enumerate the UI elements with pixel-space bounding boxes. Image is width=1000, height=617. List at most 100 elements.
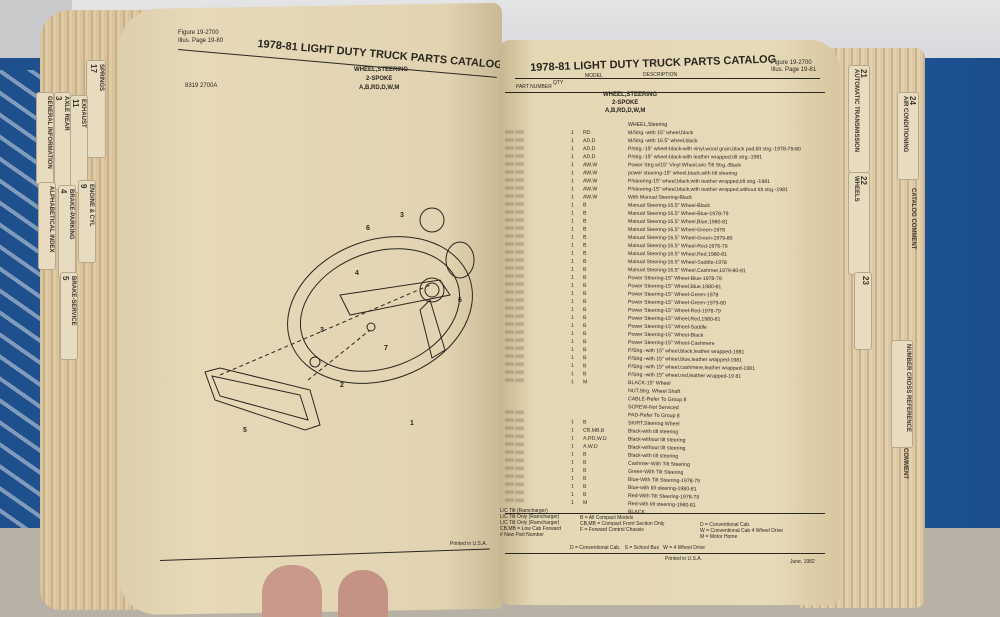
tab-23[interactable]: 23 — [854, 272, 872, 350]
model-code: B — [582, 459, 587, 466]
part-number: ### ### — [504, 194, 524, 201]
callout-6a: 6 — [366, 225, 370, 232]
description: Manual Steering-16.5" Wheel-Blue-1978-79 — [627, 210, 729, 218]
description: Power Steering-15" Wheel-Red-1978-79 — [627, 307, 722, 315]
legend-item: L/C Tilt Only (Ramcharger) — [500, 520, 560, 526]
legend-item: L/C Tilt (Ramcharger) — [500, 508, 548, 514]
quantity: 1 — [570, 170, 574, 177]
legend-item: CB,MB = Low Cab Forward — [500, 526, 561, 532]
col-header-qty: QTY — [553, 80, 564, 86]
legend-item: S = School Bus — [624, 545, 659, 551]
description: CABLE-Refer To Group 8 — [627, 396, 687, 404]
tab-comment[interactable]: COMMENT — [895, 445, 909, 496]
model-code: B — [582, 467, 587, 474]
part-number: ### ### — [504, 274, 524, 281]
part-number: ### ### — [504, 338, 524, 345]
description: Power Steering-15" Wheel,Red,1980-81 — [627, 315, 721, 323]
callout-7: 7 — [384, 345, 388, 352]
model-code: AD,D — [582, 138, 596, 145]
part-number: ### ### — [504, 226, 524, 233]
part-number: ### ### — [504, 138, 524, 145]
part-number: ### ### — [504, 490, 524, 497]
tab-number-cross-reference[interactable]: NUMBER CROSS REFERENCE — [891, 340, 913, 448]
tab-alphabetical-index[interactable]: ALPHABETICAL INDEX — [38, 182, 56, 270]
tab-air-conditioning[interactable]: 24 AIR CONDITIONING — [897, 92, 919, 180]
description: P/strg.-15" wheel-black-with vinyl,wood … — [627, 146, 801, 153]
description: SKIRT,Steering Wheel — [627, 420, 680, 428]
finger — [338, 570, 388, 617]
description: Manual Steering-16.5" Wheel,Blue,1980-81 — [627, 218, 728, 226]
tab-general-information[interactable]: GENERAL INFORMATION — [36, 92, 54, 185]
tab-number: 3 — [54, 96, 63, 101]
left-section-sub: 2-SPOKE — [366, 76, 393, 82]
model-code: B — [582, 371, 587, 378]
part-number: ### ### — [504, 354, 524, 361]
description: Power Steering-15" Wheel-Black — [627, 331, 704, 339]
quantity: 1 — [570, 443, 574, 450]
quantity: 1 — [570, 346, 574, 354]
model-code: B — [582, 218, 587, 225]
tab-number: 24 — [908, 96, 917, 105]
quantity: 1 — [570, 322, 574, 329]
description: Black-with tilt steering — [627, 428, 679, 436]
col-header-model: MODEL — [585, 73, 603, 79]
description: Manual Steering-16.5" Wheel-Green-1978 — [627, 226, 726, 234]
part-number: ### ### — [504, 290, 524, 297]
tab-axle-rear[interactable]: AXLE REAR 3 — [54, 92, 71, 190]
quantity: 1 — [570, 427, 574, 434]
model-code: B — [582, 306, 587, 313]
description: Manual Steering-16.5" Wheel-Green-1979-8… — [627, 234, 733, 242]
tab-number: 4 — [59, 189, 68, 194]
right-figure-ref: Figure 19-2700 — [771, 60, 812, 66]
left-figure-ref: Figure 19-2700 — [178, 30, 219, 36]
description: P/steering-15" wheel,black,with leather … — [627, 178, 770, 185]
drawing-code: 8319 2700A — [185, 83, 218, 89]
model-code: B — [582, 290, 587, 297]
description: Black-with tilt steering — [627, 452, 679, 460]
quantity: 1 — [570, 451, 574, 458]
description: Manual Steering-16.5" Wheel-Saddle-1978 — [627, 259, 727, 266]
description: Power Steering-15" Wheel,Blue,1980-81 — [627, 283, 722, 291]
legend-item: # New Part Number — [500, 532, 544, 538]
model-code: AW,W — [582, 170, 598, 177]
part-number: ### ### — [504, 466, 524, 473]
part-number: ### ### — [504, 330, 524, 337]
description: Black-without tilt steering — [627, 444, 686, 452]
tab-springs[interactable]: SPRINGS 17 — [86, 60, 106, 158]
quantity: 1 — [570, 314, 574, 321]
description: Power Steering-15" Wheel-Green-1978 — [627, 291, 719, 299]
model-code: B — [582, 491, 587, 498]
part-number: ### ### — [504, 234, 524, 241]
model-code: M — [582, 379, 588, 386]
part-number: ### ### — [504, 170, 524, 177]
quantity: 1 — [570, 194, 574, 201]
quantity: 1 — [570, 226, 574, 233]
part-number: ### ### — [504, 154, 524, 161]
model-code: A,W,D — [582, 443, 598, 450]
legend-rule-top — [505, 513, 825, 514]
callout-5: 5 — [243, 427, 247, 434]
quantity: 1 — [570, 355, 574, 362]
legend-item: M = Motor Home — [700, 534, 738, 540]
description: SCREW-Not Serviced — [627, 404, 679, 412]
tab-brake-parking[interactable]: BRAKE-PARKING 4 — [58, 185, 76, 278]
tab-automatic-transmission[interactable]: 21 AUTOMATIC TRANSMISSION — [848, 65, 870, 173]
description: P/strg.-15" wheel-black-with leather wra… — [627, 154, 763, 161]
description: Manual Steering-16.5" Wheel-Red-1976-79 — [627, 242, 728, 250]
model-code: B — [582, 451, 587, 458]
part-number: ### ### — [504, 146, 524, 153]
tab-exhaust[interactable]: EXHAUST 11 — [70, 95, 88, 193]
description: Manual Steering-16.5" Wheel-Black — [627, 202, 711, 210]
tab-catalog-comment[interactable]: CATALOG COMMENT — [903, 185, 917, 261]
part-number: ### ### — [504, 322, 524, 329]
callout-2: 2 — [340, 382, 344, 389]
thumb — [262, 565, 322, 617]
tab-label: ENGINE & CYL — [88, 184, 94, 227]
model-code: B — [582, 274, 587, 281]
tab-brake-service[interactable]: BRAKE-SERVICE 5 — [60, 272, 78, 360]
legend-mid: B = All Compact Models CB,MB = Compact F… — [580, 515, 664, 533]
tab-engine-cyl[interactable]: ENGINE & CYL 9 — [78, 180, 96, 263]
model-code: B — [582, 258, 587, 265]
tab-wheels[interactable]: 22 WHEELS — [848, 172, 870, 275]
legend-left: L/C Tilt (Ramcharger) L/C Tilt Only (Ram… — [500, 508, 561, 538]
